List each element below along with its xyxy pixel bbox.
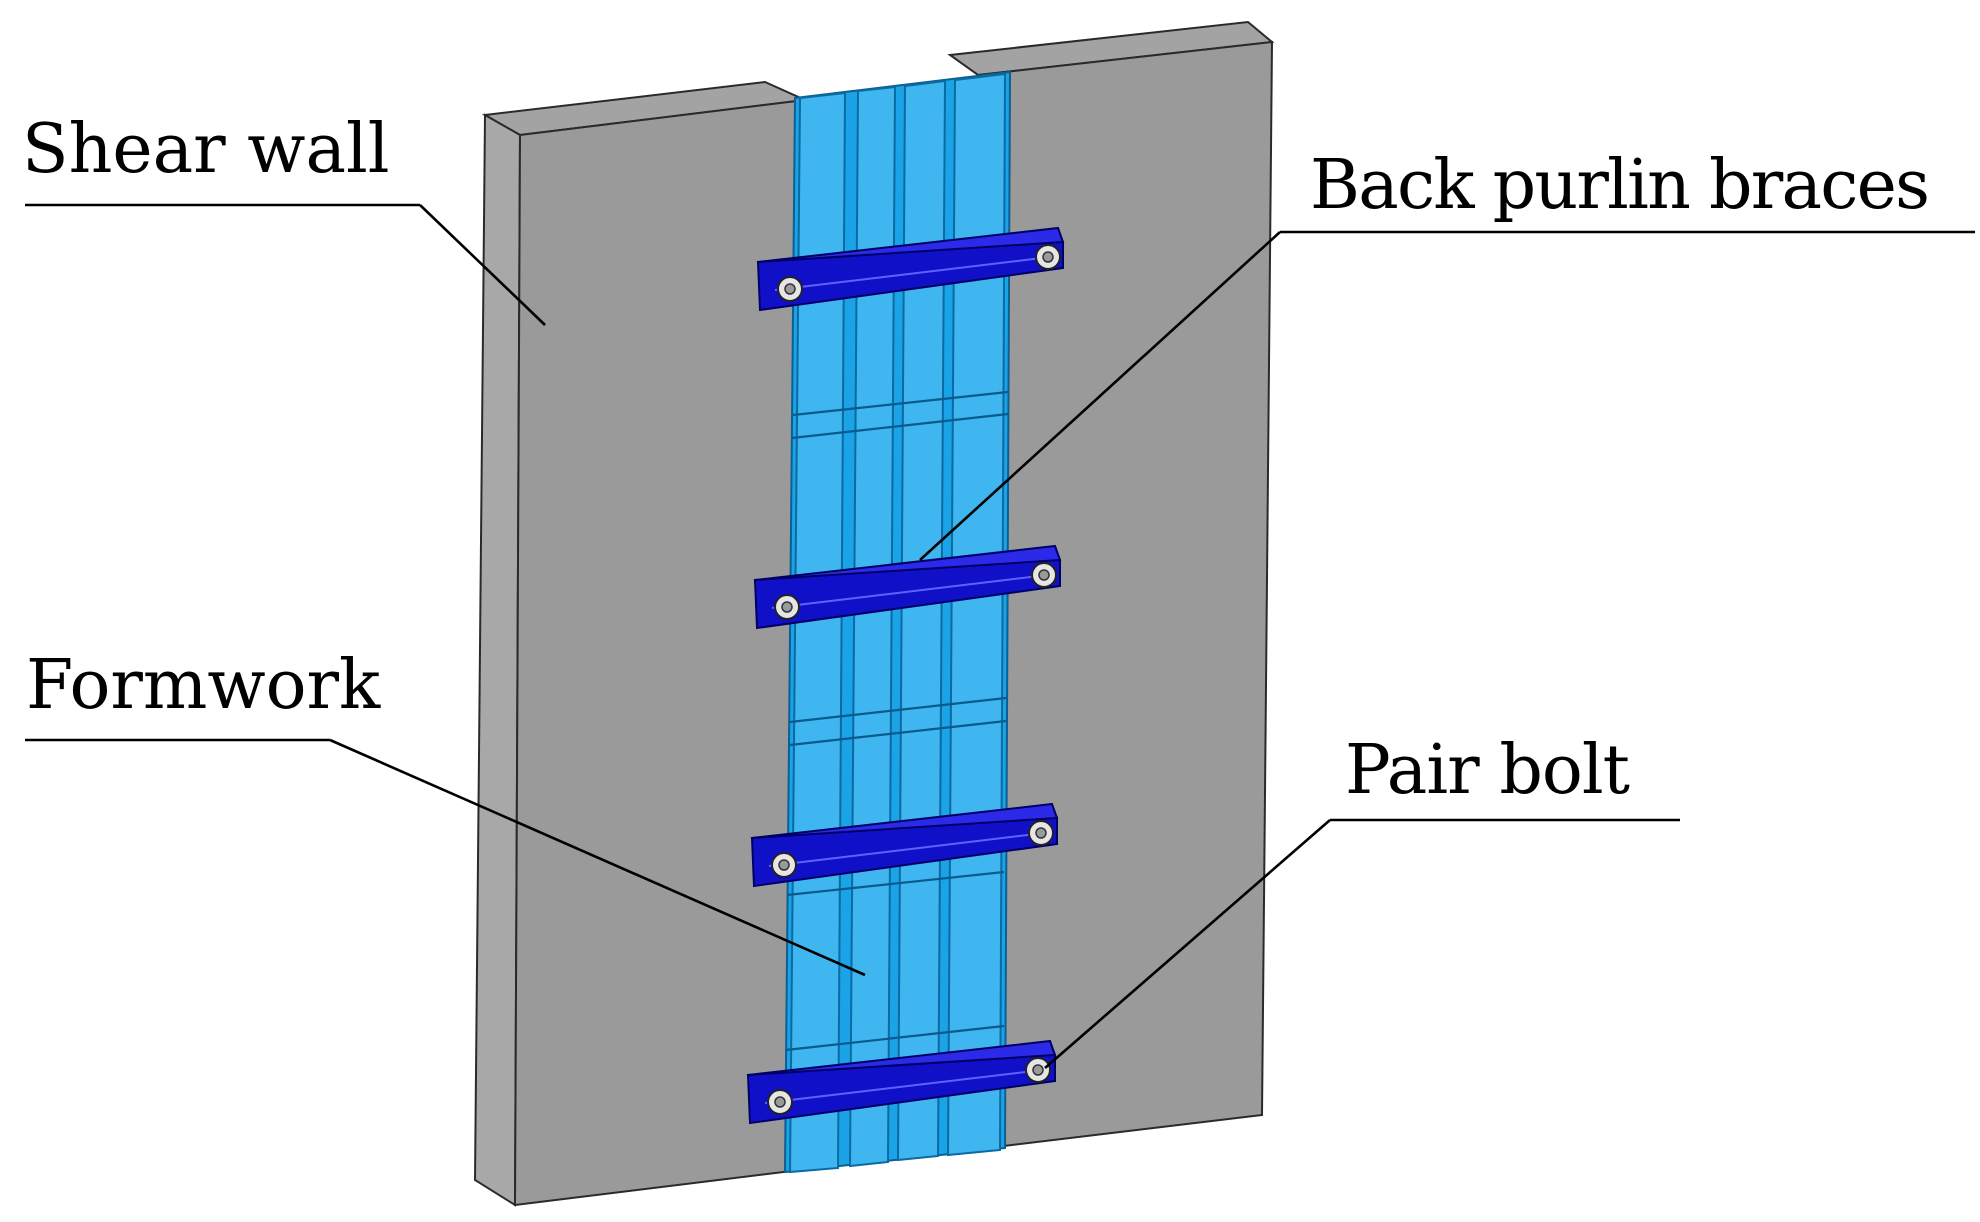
pair-bolt-head — [781, 601, 793, 613]
formwork-seam — [791, 412, 1009, 440]
brace-slot — [768, 832, 1045, 867]
pair-bolt-head — [784, 283, 796, 295]
brace-1 — [756, 226, 1065, 312]
formwork-label: Formwork — [26, 646, 381, 725]
formwork-seam — [789, 696, 1007, 724]
pair-bolt-head — [1035, 827, 1047, 839]
pair-bolt-label: Pair bolt — [1345, 731, 1630, 810]
formwork-seam — [789, 719, 1007, 747]
brace-front-face — [753, 558, 1061, 630]
back-purlin-braces-label: Back purlin braces — [1310, 146, 1930, 225]
pair-bolt-head — [1042, 251, 1054, 263]
shear-wall-leader — [419, 204, 546, 326]
formwork-seam — [786, 870, 1005, 897]
left-shear-wall — [473, 80, 809, 1207]
brace-slot — [771, 574, 1048, 609]
pair-bolt-head — [774, 1096, 786, 1108]
pair-bolt-leader — [1044, 819, 1331, 1069]
formwork-leader — [329, 738, 866, 977]
brace-3 — [750, 802, 1059, 888]
pair-bolt-head — [1038, 569, 1050, 581]
brace-front-face — [750, 816, 1058, 888]
formwork-rib — [788, 91, 847, 1174]
formwork-seam — [785, 1024, 1005, 1052]
formwork-seam — [792, 390, 1009, 417]
pair-bolt-head — [778, 859, 790, 871]
formwork-rib — [946, 72, 1007, 1157]
formwork-rib — [896, 79, 947, 1162]
formwork-rib — [848, 85, 897, 1168]
shear-wall-label: Shear wall — [22, 110, 390, 189]
formwork-panel — [783, 70, 1012, 1174]
brace-front-face — [756, 240, 1064, 312]
pair-bolt-head — [1032, 1064, 1044, 1076]
back-purlin-braces-leader — [919, 231, 1281, 561]
brace-front-face — [746, 1053, 1056, 1125]
brace-2 — [753, 544, 1062, 630]
right-wall-front-face — [968, 40, 1274, 1152]
brace-4 — [746, 1039, 1057, 1125]
brace-slot — [764, 1069, 1043, 1104]
brace-slot — [774, 256, 1051, 291]
